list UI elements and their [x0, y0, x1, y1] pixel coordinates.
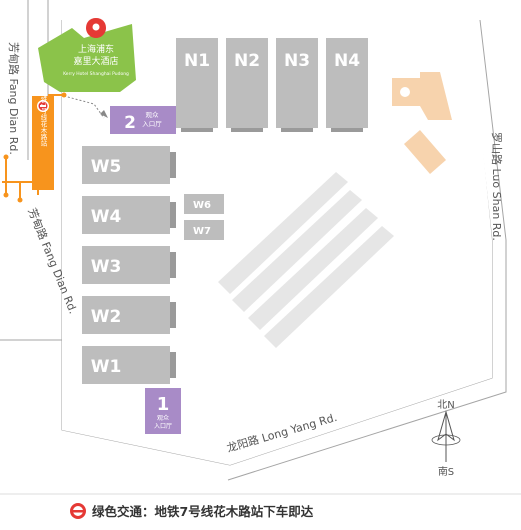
hall-n3[interactable]: N3: [276, 38, 318, 132]
entrance-2-label-line1: 观众: [146, 111, 160, 119]
hall-base: [181, 128, 213, 132]
hall-side: [170, 252, 176, 278]
hotel-name-en: Kerry Hotel Shanghai Pudong: [63, 71, 129, 77]
hall-block: [82, 146, 170, 184]
hall-label: W6: [193, 200, 211, 211]
hall-label: N4: [334, 51, 360, 71]
metro-station-label: 地铁7号线花木路站: [39, 89, 47, 148]
hall-label: W3: [91, 257, 122, 277]
location-pin-icon: [86, 18, 106, 38]
beige-circle: [400, 87, 410, 97]
hall-side: [170, 352, 176, 378]
metro-exit-dots: [3, 92, 67, 203]
compass-south-label: 南S: [438, 465, 454, 478]
hall-w3[interactable]: W3: [82, 246, 176, 284]
hall-n1[interactable]: N1: [176, 38, 218, 132]
parking-row: [264, 226, 394, 348]
hall-label: W5: [91, 157, 122, 177]
hall-base: [281, 128, 313, 132]
parking-area: [218, 172, 394, 348]
hall-label: W1: [91, 357, 122, 377]
entrance-2[interactable]: 2 观众 入口厅: [110, 106, 176, 134]
hall-side: [170, 202, 176, 228]
metro-exit-icon: [17, 197, 23, 203]
hall-block: [82, 246, 170, 284]
hall-w5[interactable]: W5: [82, 146, 176, 184]
hall-label: N1: [184, 51, 210, 71]
hall-label: N2: [234, 51, 260, 71]
route-arrow-icon: [100, 110, 108, 118]
hotel-block: [38, 24, 136, 92]
entrance-2-number: 2: [124, 113, 136, 133]
hall-block: [184, 220, 224, 240]
metro-exit-icon: [3, 192, 9, 198]
hall-side: [170, 152, 176, 178]
luo-shan-road-outer: [227, 19, 507, 481]
footer-metro-logo-icon: [70, 503, 86, 519]
hall-label: W4: [91, 207, 122, 227]
beige-building: [392, 72, 452, 174]
fang-dian-road-label-top: 芳甸路 Fang Dian Rd.: [7, 42, 21, 155]
parking-row: [218, 172, 348, 294]
hotel-name-cn-line2: 嘉里大酒店: [73, 55, 118, 67]
hall-w4[interactable]: W4: [82, 196, 176, 234]
hotel-area: 上海浦东 嘉里大酒店 Kerry Hotel Shanghai Pudong: [38, 18, 136, 92]
beige-shape-top: [392, 72, 452, 120]
luo-shan-road-label: 罗山路 Luo Shan Rd.: [490, 132, 503, 241]
hall-block: [176, 38, 218, 128]
hall-n4[interactable]: N4: [326, 38, 368, 132]
hall-base: [331, 128, 363, 132]
hall-side: [170, 302, 176, 328]
hall-w7[interactable]: W7: [184, 220, 224, 240]
footer-green-transport-text: 绿色交通：地铁7号线花木路站下车即达: [92, 504, 314, 519]
hall-w2[interactable]: W2: [82, 296, 176, 334]
hall-block: [226, 38, 268, 128]
parking-row: [248, 208, 378, 330]
compass-icon: 北N 南S: [431, 399, 461, 478]
metro-exit-icon: [61, 92, 67, 98]
hall-label: W7: [193, 226, 211, 237]
entrance-1-number: 1: [157, 394, 170, 415]
beige-shape-bottom: [404, 130, 446, 174]
entrance-1-block: [145, 388, 181, 434]
hall-base: [231, 128, 263, 132]
entrance-1-label-line1: 观众: [157, 415, 169, 422]
hall-block: [82, 196, 170, 234]
hall-block: [184, 194, 224, 214]
parking-row: [232, 190, 362, 312]
hall-n2[interactable]: N2: [226, 38, 268, 132]
metro-station-box: [32, 96, 54, 190]
hall-label: N3: [284, 51, 310, 71]
hall-block: [276, 38, 318, 128]
hall-label: W2: [91, 307, 122, 327]
compass-north-label: 北N: [437, 399, 454, 411]
hall-block: [82, 296, 170, 334]
hotel-name-cn-line1: 上海浦东: [78, 43, 114, 55]
entrance-1[interactable]: 1 观众 入口厅: [145, 388, 181, 434]
entrance-1-label-line2: 入口厅: [154, 423, 172, 430]
hall-w1[interactable]: W1: [82, 346, 176, 384]
metro-logo-icon: [37, 100, 49, 112]
north-halls: N1 N2 N3 N4: [176, 38, 368, 132]
walking-route: [63, 95, 108, 119]
entrance-2-block: [110, 106, 176, 134]
hall-block: [326, 38, 368, 128]
metro-exit-icon: [3, 154, 9, 160]
hall-w6[interactable]: W6: [184, 194, 224, 214]
entrance-2-label-line2: 入口厅: [142, 120, 162, 128]
hall-block: [82, 346, 170, 384]
